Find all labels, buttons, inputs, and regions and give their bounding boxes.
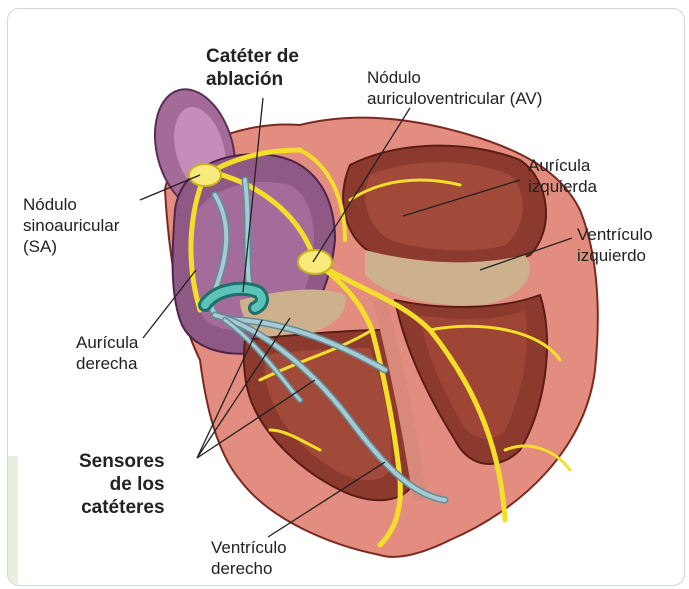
right-ventricle-label: Ventrículo derecho	[211, 537, 287, 579]
ablation-catheter-label: Catéter de ablación	[206, 45, 299, 91]
sa-node-marker	[189, 164, 221, 186]
av-node-label: Nódulo auriculoventricular (AV)	[367, 67, 542, 109]
catheter-sensors-label: Sensores de los catéteres	[79, 450, 165, 519]
left-atrium-inner	[365, 162, 523, 250]
right-atrium-label: Aurícula derecha	[76, 332, 138, 374]
sa-node-label: Nódulo sinoauricular (SA)	[23, 194, 119, 257]
av-node-marker	[298, 250, 332, 274]
left-atrium-label: Aurícula izquierda	[528, 155, 597, 197]
left-ventricle-label: Ventrículo izquierdo	[577, 224, 653, 266]
